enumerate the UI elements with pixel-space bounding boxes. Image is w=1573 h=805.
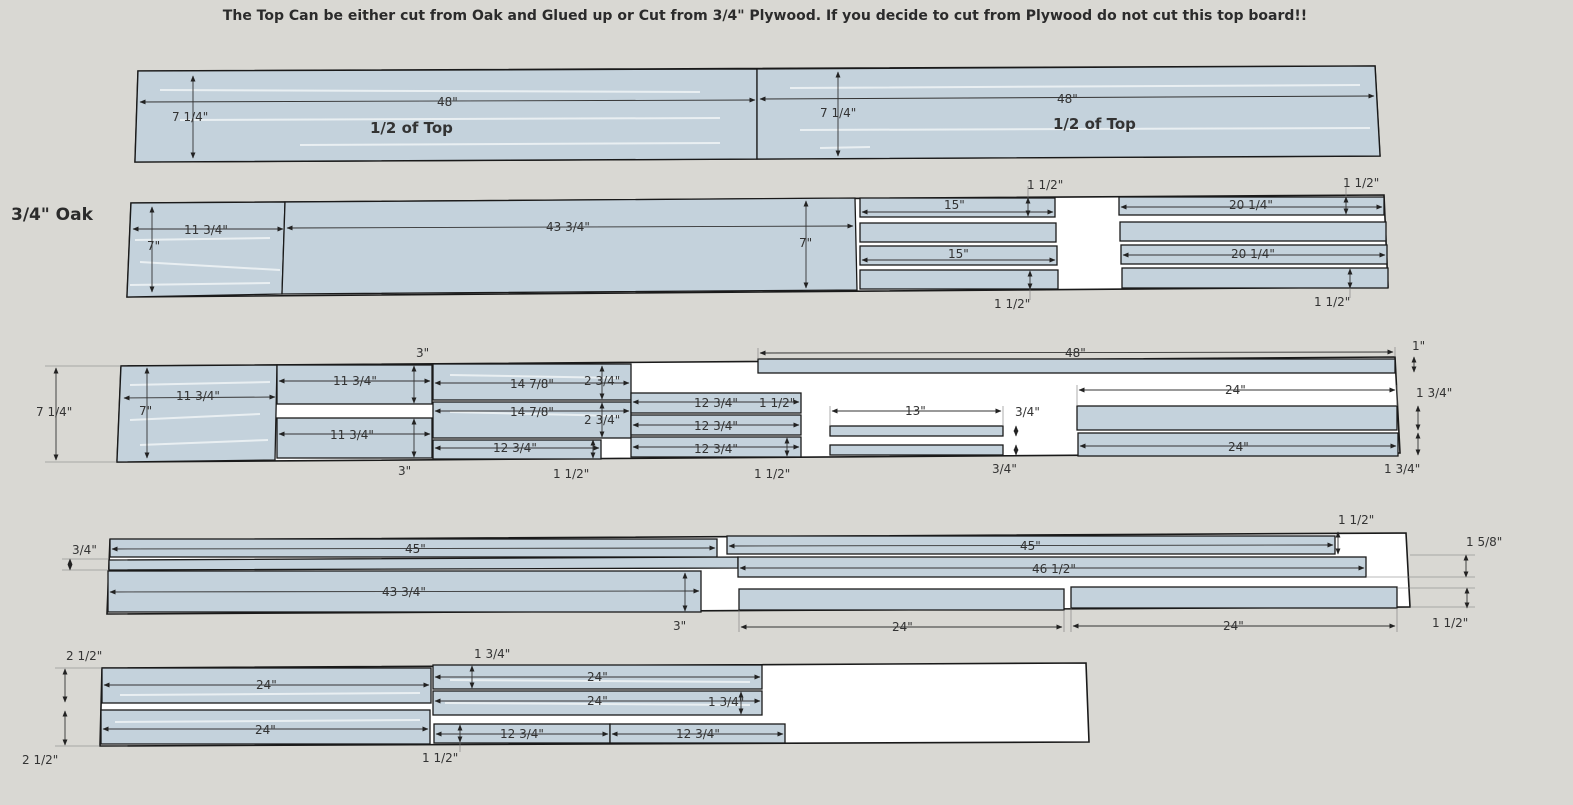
dim-label: 24" [1223,619,1244,633]
dim-label: 45" [405,542,426,556]
dim-label: 1 3/4" [1384,462,1420,476]
dim-label: 1" [1412,339,1425,353]
dim-label: 7" [147,239,160,253]
dim-label: 13" [905,404,926,418]
dim-label: 24" [892,620,913,634]
dim-label: 1 1/2" [759,396,795,410]
dim-label: 1 1/2" [994,297,1030,311]
dim-label: 12 3/4" [694,396,738,410]
dim-label: 24" [587,694,608,708]
dim-label: 3" [398,464,411,478]
dim-label: 7" [799,236,812,250]
dim-label: 14 7/8" [510,377,554,391]
dim-label: 3/4" [1015,405,1040,419]
dim-label: 3/4" [992,462,1017,476]
dim-label: 24" [255,723,276,737]
dim-label: 43 3/4" [382,585,426,599]
dim-label: 1 1/2" [553,467,589,481]
dim-label: 12 3/4" [676,727,720,741]
dim-label: 48" [1065,346,1086,360]
dim-label: 2 3/4" [584,413,620,427]
board-4-piece [1070,586,1398,609]
dim-label: 43 3/4" [546,220,590,234]
dim-label: 15" [948,247,969,261]
dim-label: 1 1/2" [1027,178,1063,192]
board-3: 7 1/4" 11 3/4" 7" 11 3/4" 11 3/4" 3" 3" … [36,339,1452,481]
dim-label: 11 3/4" [176,389,220,403]
board-3-piece [757,358,1396,374]
dim-label: 20 1/4" [1231,247,1275,261]
dim-label: 45" [1020,539,1041,553]
half-top-label-left: 1/2 of Top [370,119,453,137]
dim-label: 11 3/4" [333,374,377,388]
dim-label: 11 3/4" [330,428,374,442]
board-2-slat [859,222,1057,243]
dim-label: 1 1/2" [422,751,458,765]
board-3-piece [116,364,278,463]
board-3-piece [829,425,1004,437]
dim-label: 1 3/4" [474,647,510,661]
dim-label: 12 3/4" [500,727,544,741]
dim-label: 12 3/4" [694,419,738,433]
dim-label: 1 1/2" [1314,295,1350,309]
dim-label: 14 7/8" [510,405,554,419]
dim-label: 24" [1225,383,1246,397]
board-1-left-half [134,68,758,163]
board-1: 7 1/4" 48" 7 1/4" 48" 1/2 of Top 1/2 of … [134,65,1381,163]
dim-label: 2 1/2" [66,649,102,663]
dim-label: 1 3/4" [1416,386,1452,400]
dim-label: 48" [1057,92,1078,106]
dim-label: 7" [139,404,152,418]
dim-label: 24" [256,678,277,692]
board-3-piece [276,364,433,405]
dim-label: 1 1/2" [1338,513,1374,527]
board-3-piece [276,417,433,459]
board-3-piece [1076,405,1398,431]
board-2-slat [859,269,1059,290]
board-2-piece-43-3-4 [281,197,858,295]
board-5: 2 1/2" 24" 24" 2 1/2" 1 3/4" 24" 24" 1 3… [22,647,1090,767]
dim-label: 3" [416,346,429,360]
dim-label: 1 1/2" [754,467,790,481]
board-4-piece [738,588,1065,611]
dim-label: 46 1/2" [1032,562,1076,576]
dim-label: 2 3/4" [584,374,620,388]
dim-label: 1 1/2" [1432,616,1468,630]
dim-label: 20 1/4" [1229,198,1273,212]
diagram-title: The Top Can be either cut from Oak and G… [222,8,1308,24]
board-2: 11 3/4" 7" 43 3/4" 7" 15" 15" 1 1/2" 1 1… [126,176,1389,311]
dim-label: 7 1/4" [36,405,72,419]
dim-label: 24" [587,670,608,684]
dim-label: 7 1/4" [820,106,856,120]
board-3-piece [432,401,632,439]
dim-label: 48" [437,95,458,109]
dim-label: 12 3/4" [694,442,738,456]
dim-label: 1 3/4" [708,695,744,709]
dim-label: 2 1/2" [22,753,58,767]
dim-label: 3" [673,619,686,633]
material-label: 3/4" Oak [11,205,93,225]
dim-label: 7 1/4" [172,110,208,124]
half-top-label-right: 1/2 of Top [1053,115,1136,133]
dim-label: 1 5/8" [1466,535,1502,549]
board-2-slat [1121,267,1389,289]
dim-label: 24" [1228,440,1249,454]
dim-label: 3/4" [72,543,97,557]
board-4: 3/4" 45" 45" 1 1/2" 46 1/2" 1 5/8" 43 3/… [62,513,1502,634]
dim-label: 11 3/4" [184,223,228,237]
board-4-piece [108,556,739,571]
dim-label: 1 1/2" [1343,176,1379,190]
dim-label: 15" [944,198,965,212]
board-2-slat [1119,221,1387,242]
dim-label: 12 3/4" [493,441,537,455]
board-3-piece [829,444,1004,456]
board-1-right-half [756,65,1381,160]
